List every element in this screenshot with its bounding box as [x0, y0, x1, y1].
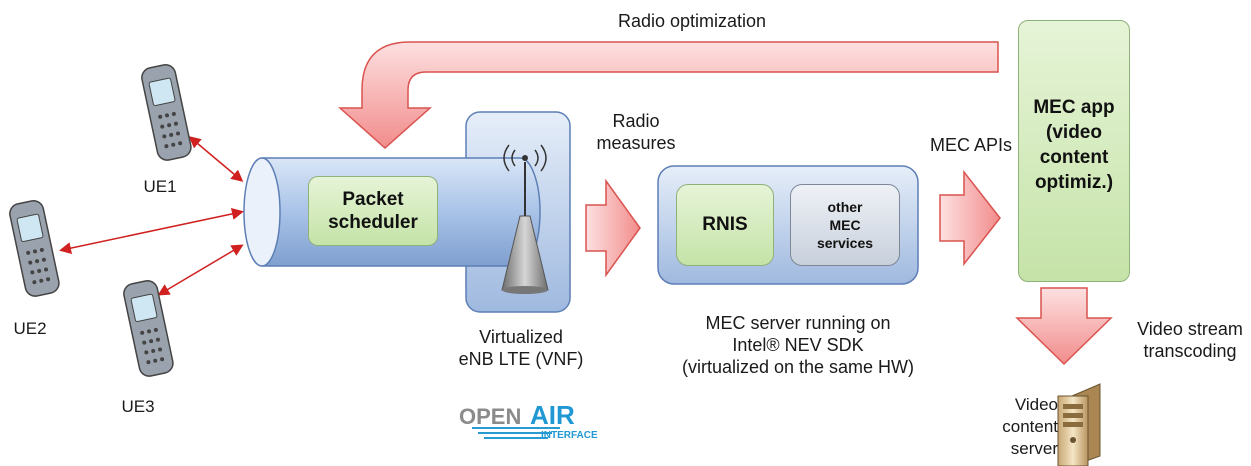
logo-text-interface: INTERFACE — [541, 430, 598, 441]
video-content-server-label: Video content server — [1002, 395, 1058, 458]
ue1-label: UE1 — [143, 177, 177, 196]
pipe-opening — [243, 157, 281, 267]
link-ue3 — [157, 244, 244, 296]
mec-app-box: MEC app (video content optimiz.) — [1018, 20, 1130, 282]
openairinterface-logo: OPEN AIR INTERFACE — [459, 400, 598, 441]
server-icon — [1057, 383, 1101, 466]
mec-apis-label: MEC APIs — [929, 135, 1013, 155]
other-mec-services-box: other MEC services — [790, 184, 900, 266]
radio-measures-label: Radio measures — [596, 111, 676, 153]
rnis-box: RNIS — [676, 184, 774, 266]
ue3-label: UE3 — [121, 397, 155, 416]
phone-icon-ue1 — [141, 64, 192, 161]
enb-caption: Virtualized eNB LTE (VNF) — [458, 327, 584, 369]
radio-optimization-arrow — [338, 41, 999, 150]
ue2-label: UE2 — [13, 319, 47, 338]
arrow-radio-measures — [585, 178, 641, 278]
antenna-icon — [501, 144, 549, 294]
logo-text-air: AIR — [530, 400, 575, 430]
phone-icon-ue2 — [9, 200, 60, 297]
phone-icon-ue3 — [123, 280, 174, 377]
link-ue2 — [59, 207, 244, 255]
packet-scheduler-box: Packet scheduler — [308, 176, 438, 246]
radio-optimization-label: Radio optimization — [617, 11, 767, 31]
mec-server-caption: MEC server running on Intel® NEV SDK (vi… — [681, 313, 915, 377]
arrow-mec-apis — [939, 169, 1001, 267]
video-stream-transcoding-label: Video stream transcoding — [1137, 319, 1243, 361]
arrow-transcoding — [1015, 287, 1113, 366]
link-ue1 — [188, 136, 244, 182]
logo-text-open: OPEN — [459, 404, 521, 429]
